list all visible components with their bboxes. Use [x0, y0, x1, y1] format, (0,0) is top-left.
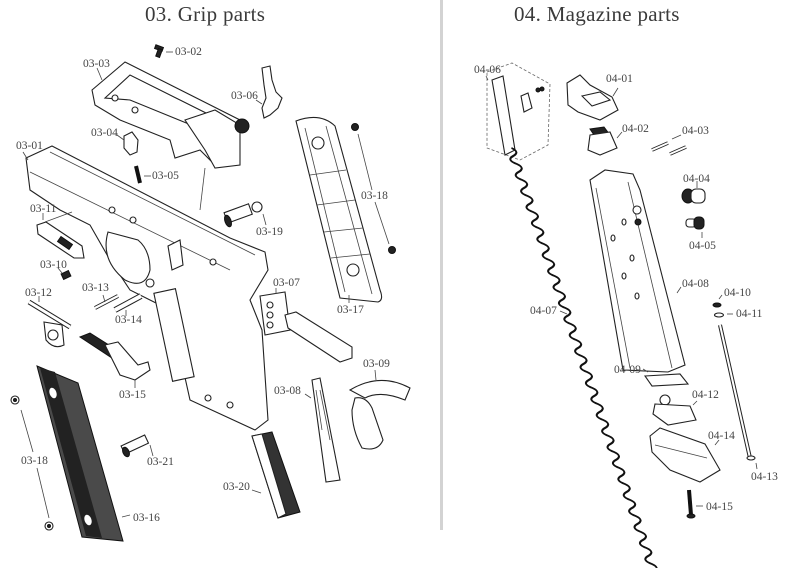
- part-03-10-screw: [57, 267, 72, 281]
- part-03-18-screws-right: [351, 123, 396, 254]
- part-04-05: [685, 216, 705, 238]
- label-03-18-left: 03-18: [21, 455, 48, 467]
- part-03-01-frame: [22, 145, 269, 431]
- part-03-08: [304, 377, 341, 483]
- label-03-15: 03-15: [119, 389, 146, 401]
- part-04-11: [713, 312, 733, 318]
- label-04-11: 04-11: [736, 308, 763, 320]
- label-03-12: 03-12: [25, 287, 52, 299]
- part-03-15: [78, 332, 151, 388]
- label-03-06: 03-06: [231, 90, 258, 102]
- label-03-21: 03-21: [147, 456, 174, 468]
- label-03-09: 03-09: [363, 358, 390, 370]
- part-03-14-pin: [113, 293, 143, 316]
- label-03-04: 03-04: [91, 127, 118, 139]
- part-03-06: [255, 65, 283, 119]
- label-04-13: 04-13: [751, 471, 778, 483]
- part-03-11-slide-stop: [36, 211, 85, 259]
- part-04-12: [652, 394, 698, 426]
- label-03-17: 03-17: [337, 304, 364, 316]
- label-04-10: 04-10: [724, 287, 751, 299]
- label-03-20: 03-20: [223, 481, 250, 493]
- label-04-08: 04-08: [682, 278, 709, 290]
- label-04-03: 04-03: [682, 125, 709, 137]
- label-04-15: 04-15: [706, 501, 733, 513]
- label-04-07: 04-07: [530, 305, 557, 317]
- part-03-16-grip-panel: [36, 365, 131, 542]
- grip-parts-title: 03. Grip parts: [145, 2, 266, 26]
- label-04-14: 04-14: [708, 430, 735, 442]
- part-03-12: [27, 296, 72, 348]
- part-03-05-pin: [134, 165, 151, 184]
- part-04-07-spring: [509, 147, 658, 568]
- part-03-07: [259, 288, 353, 363]
- part-04-15-screw: [686, 489, 703, 519]
- part-04-01: [566, 74, 619, 121]
- label-03-05: 03-05: [152, 170, 179, 182]
- part-03-13-pin: [94, 294, 119, 310]
- part-03-03-frame-insert: [91, 61, 250, 211]
- label-03-11: 03-11: [30, 203, 57, 215]
- part-03-17-grip-panel: [295, 116, 383, 303]
- label-03-02: 03-02: [175, 46, 202, 58]
- part-03-09-grip-safety: [348, 369, 411, 450]
- part-03-21: [120, 434, 154, 458]
- label-03-14: 03-14: [115, 314, 142, 326]
- part-04-09-gasket: [642, 368, 690, 387]
- label-03-10: 03-10: [40, 259, 67, 271]
- part-03-19: [223, 201, 267, 228]
- part-04-02: [587, 126, 623, 156]
- label-04-02: 04-02: [622, 123, 649, 135]
- part-03-20-mainspring-housing: [251, 431, 301, 519]
- label-04-12: 04-12: [692, 389, 719, 401]
- label-04-06: 04-06: [474, 64, 501, 76]
- label-04-04: 04-04: [683, 173, 710, 185]
- label-03-03: 03-03: [83, 58, 110, 70]
- section-divider: [440, 0, 443, 530]
- part-04-06-assembly: [485, 62, 551, 161]
- label-03-07: 03-07: [273, 277, 300, 289]
- part-04-08-magazine-body: [589, 169, 686, 373]
- label-03-13: 03-13: [82, 282, 109, 294]
- part-03-04: [116, 131, 139, 156]
- label-03-19: 03-19: [256, 226, 283, 238]
- part-03-18-screws-left: [10, 395, 54, 531]
- part-04-14-base: [649, 427, 721, 483]
- label-03-16: 03-16: [133, 512, 160, 524]
- magazine-parts-title: 04. Magazine parts: [514, 2, 680, 26]
- label-04-09: 04-09: [614, 364, 641, 376]
- label-03-18-right: 03-18: [361, 190, 388, 202]
- label-03-08: 03-08: [274, 385, 301, 397]
- label-04-01: 04-01: [606, 73, 633, 85]
- part-04-13-rod: [718, 324, 758, 470]
- part-04-03-pins: [651, 134, 687, 156]
- part-03-02-screw: [153, 44, 173, 59]
- label-03-01: 03-01: [16, 140, 43, 152]
- part-04-10: [712, 294, 723, 308]
- part-04-04-valve: [681, 181, 706, 204]
- label-04-05: 04-05: [689, 240, 716, 252]
